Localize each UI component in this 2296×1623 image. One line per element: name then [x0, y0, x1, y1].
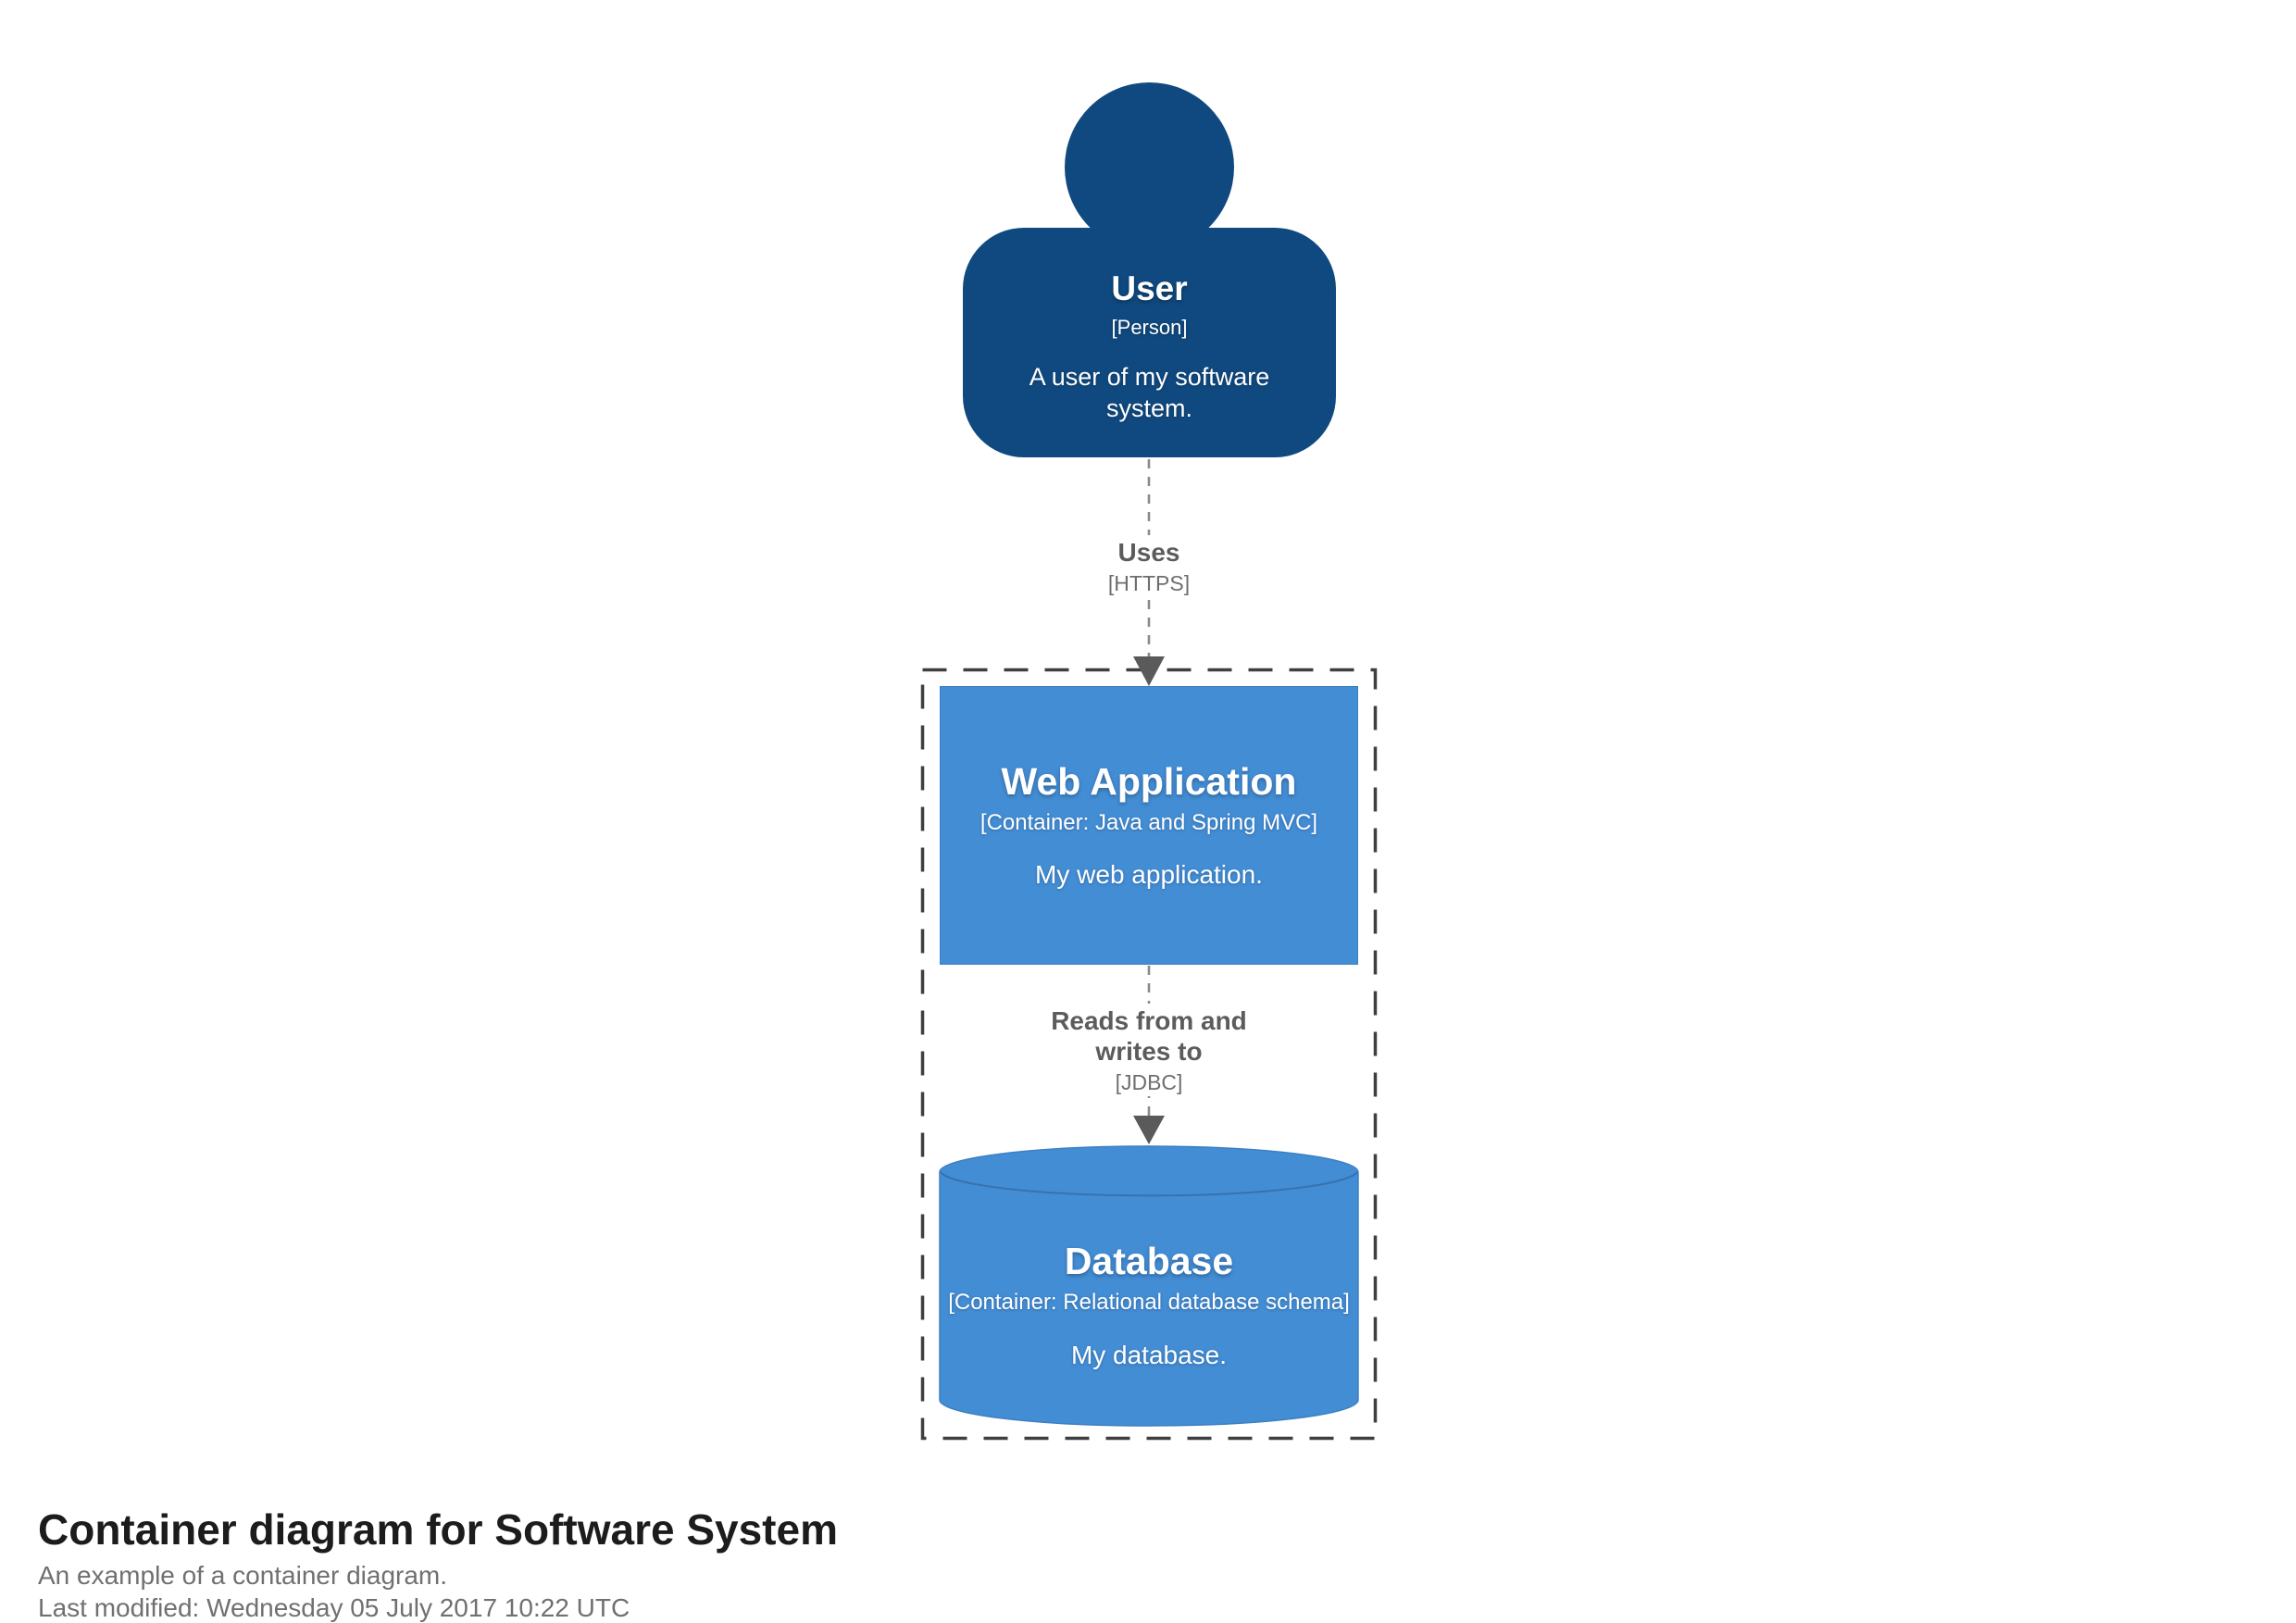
- person-description: A user of my software system.: [1029, 363, 1270, 422]
- person-user: User [Person] A user of my software syst…: [963, 228, 1336, 457]
- container-web-application: Web Application [Container: Java and Spr…: [940, 686, 1358, 965]
- person-meta: [Person]: [1111, 315, 1188, 339]
- diagram-subtitle: An example of a container diagram.: [38, 1560, 448, 1590]
- jdbc-relationship-technology: [JDBC]: [1115, 1070, 1183, 1095]
- webapp-meta: [Container: Java and Spring MVC]: [980, 809, 1318, 835]
- diagram-title: Container diagram for Software System: [38, 1505, 838, 1554]
- database-cylinder: [939, 1145, 1359, 1427]
- database-meta: [Container: Relational database schema]: [948, 1290, 1350, 1316]
- uses-relationship-label: Uses [HTTPS]: [1098, 535, 1200, 598]
- diagram-metadata: Container diagram for Software System An…: [38, 1505, 838, 1623]
- uses-arrowhead-icon: [1133, 656, 1165, 686]
- uses-relationship-name: Uses: [1117, 538, 1180, 567]
- database-description: My database.: [1070, 1340, 1228, 1369]
- person-head-icon: [1065, 82, 1234, 252]
- database-cylinder-top-arc: [940, 1171, 1358, 1197]
- webapp-name: Web Application: [1001, 759, 1297, 803]
- database-name: Database: [1064, 1240, 1234, 1283]
- person-name: User: [1111, 269, 1188, 308]
- container-database: Database [Container: Relational database…: [940, 1146, 1358, 1426]
- uses-relationship-technology: [HTTPS]: [1107, 571, 1191, 596]
- database-cylinder-shape: [939, 1145, 1359, 1427]
- jdbc-relationship-name: Reads from and writes to: [1051, 1006, 1247, 1067]
- jdbc-arrowhead-icon: [1133, 1116, 1165, 1144]
- diagram-last-modified: Last modified: Wednesday 05 July 2017 10…: [38, 1593, 630, 1623]
- webapp-description: My web application.: [1035, 860, 1263, 890]
- jdbc-relationship-label: Reads from and writes to [JDBC]: [1021, 1004, 1277, 1097]
